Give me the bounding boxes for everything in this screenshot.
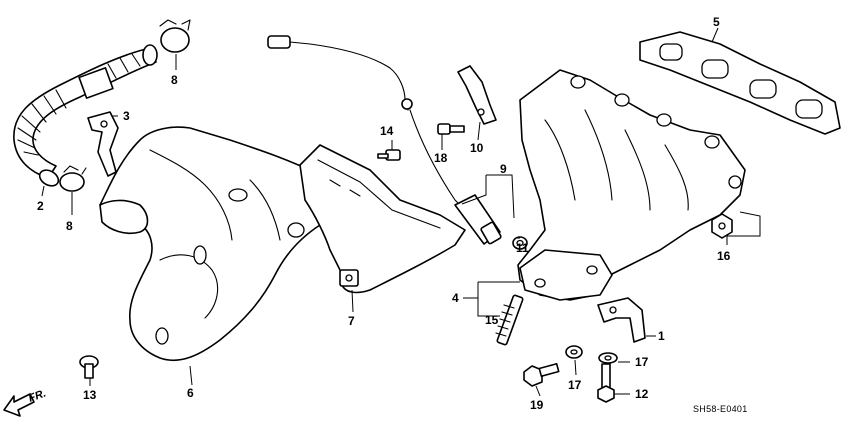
hose-clamp-top — [159, 19, 191, 53]
callout-2: 2 — [37, 199, 44, 213]
washer-17-left — [565, 345, 583, 359]
callout-18: 18 — [434, 151, 448, 165]
leader-lines — [41, 27, 761, 397]
callout-6: 6 — [187, 386, 194, 400]
hose-bracket — [87, 111, 119, 177]
callout-7: 7 — [348, 314, 355, 328]
callout-11: 11 — [516, 241, 529, 255]
callout-12: 12 — [635, 387, 649, 401]
callout-3: 3 — [123, 109, 130, 123]
callout-13: 13 — [83, 388, 97, 402]
bolt-12 — [597, 363, 615, 403]
stud-15 — [495, 294, 524, 346]
callout-1: 1 — [658, 329, 665, 343]
callout-4: 4 — [452, 291, 459, 305]
hose-clamp-lower — [59, 165, 87, 192]
callout-19: 19 — [530, 398, 544, 412]
bracket-10 — [457, 65, 497, 125]
front-label: FR. — [27, 387, 48, 404]
callout-15: 15 — [485, 313, 499, 327]
manifold-gasket — [639, 31, 841, 135]
upper-heat-shield — [299, 144, 466, 294]
callout-17-right: 17 — [635, 355, 649, 369]
front-arrow: FR. — [3, 387, 48, 417]
exhaust-manifold — [517, 69, 746, 301]
bolt-18 — [437, 123, 465, 135]
callout-14: 14 — [380, 124, 394, 138]
callout-10: 10 — [470, 141, 484, 155]
bracket-1 — [597, 297, 646, 343]
bolt-19 — [523, 363, 560, 387]
breather-hose — [13, 44, 158, 187]
callout-8-lower: 8 — [66, 219, 73, 233]
callout-17-left: 17 — [568, 378, 582, 392]
bolt-13 — [79, 355, 99, 379]
callout-5: 5 — [713, 15, 720, 29]
callout-8-top: 8 — [171, 73, 178, 87]
callout-labels: 1 2 3 4 5 6 7 8 8 9 10 11 12 13 14 15 16… — [37, 15, 731, 412]
washer-17-right — [598, 352, 618, 364]
lower-heat-shield — [99, 126, 347, 362]
washer-11 — [512, 236, 528, 250]
oxygen-sensor — [267, 35, 502, 245]
bolt-14 — [377, 149, 401, 161]
nut-16 — [711, 213, 733, 239]
callout-9: 9 — [500, 162, 507, 176]
callout-16: 16 — [717, 249, 731, 263]
diagram-code: SH58-E0401 — [693, 404, 748, 414]
